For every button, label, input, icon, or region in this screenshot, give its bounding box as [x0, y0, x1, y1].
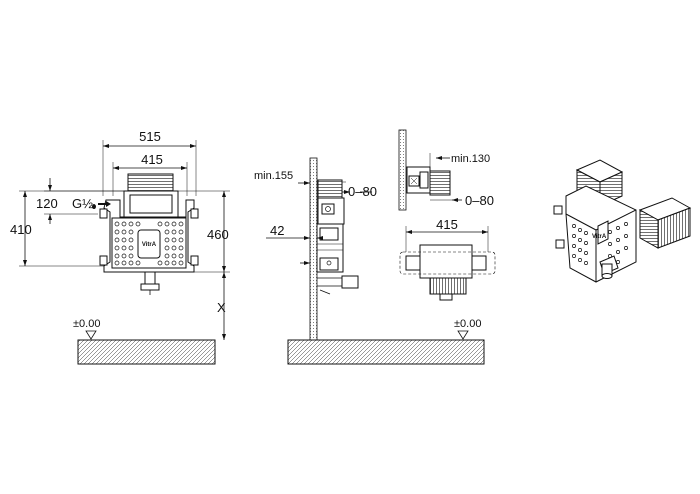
water-inlet: G½ [72, 196, 111, 211]
top-width-label: 415 [436, 217, 458, 232]
height-right-label: 460 [207, 227, 229, 242]
top-module [127, 173, 174, 193]
brand-logo: VitrA [142, 242, 157, 248]
inlet-label: G½ [72, 196, 93, 211]
top-wall-section [398, 129, 407, 211]
wall-section [309, 157, 318, 341]
top-floor-level-label: ±0.00 [454, 318, 481, 330]
top-min-depth-label: min.130 [451, 153, 490, 165]
iso-brand-logo: VitrA [592, 234, 607, 240]
iso-logo-plate [597, 220, 609, 245]
front-module [429, 277, 467, 295]
floor-slab [77, 339, 216, 365]
top-adjust-label: 0–80 [465, 193, 494, 208]
frame-holes [114, 221, 184, 266]
bracket-right-bottom [190, 255, 199, 266]
drain-pipe [140, 271, 160, 295]
side-min-depth-label: min.155 [254, 170, 293, 182]
bracket-left-bottom [99, 255, 108, 266]
level-marker-icon [85, 330, 97, 340]
inlet-height-label: 120 [36, 196, 58, 211]
side-adjust-label: 0–80 [348, 184, 377, 199]
width-outer-label: 515 [139, 129, 161, 144]
top-view: min.130 0–80 415 ±0.00 [398, 129, 496, 340]
dimension-height-left: 410 [10, 190, 124, 267]
side-floor-slab [287, 339, 485, 365]
bracket-left-top [99, 208, 108, 219]
front-view: 515 415 VitrA [10, 129, 230, 365]
floor-offset-label: X [217, 300, 226, 315]
bracket-right-top [190, 208, 199, 219]
side-top-module [317, 179, 343, 199]
dimension-width-inner: 415 [112, 152, 188, 196]
dimension-floor-offset: X [217, 272, 226, 340]
water-drop-icon [92, 204, 96, 209]
side-view: min.155 0–80 42 [254, 157, 485, 365]
top-module-side [429, 170, 451, 196]
front-unit [419, 244, 473, 279]
height-left-label: 410 [10, 222, 32, 237]
top-level-marker-icon [457, 330, 469, 340]
dimension-width-outer: 515 [102, 129, 197, 196]
iso-view: VitrA [553, 159, 692, 283]
logo-plate [137, 229, 161, 259]
side-offset-label: 42 [270, 223, 284, 238]
width-inner-label: 415 [141, 152, 163, 167]
dimension-top-width: 415 [405, 217, 489, 252]
side-drain [341, 275, 359, 289]
floor-level-label: ±0.00 [73, 318, 100, 330]
